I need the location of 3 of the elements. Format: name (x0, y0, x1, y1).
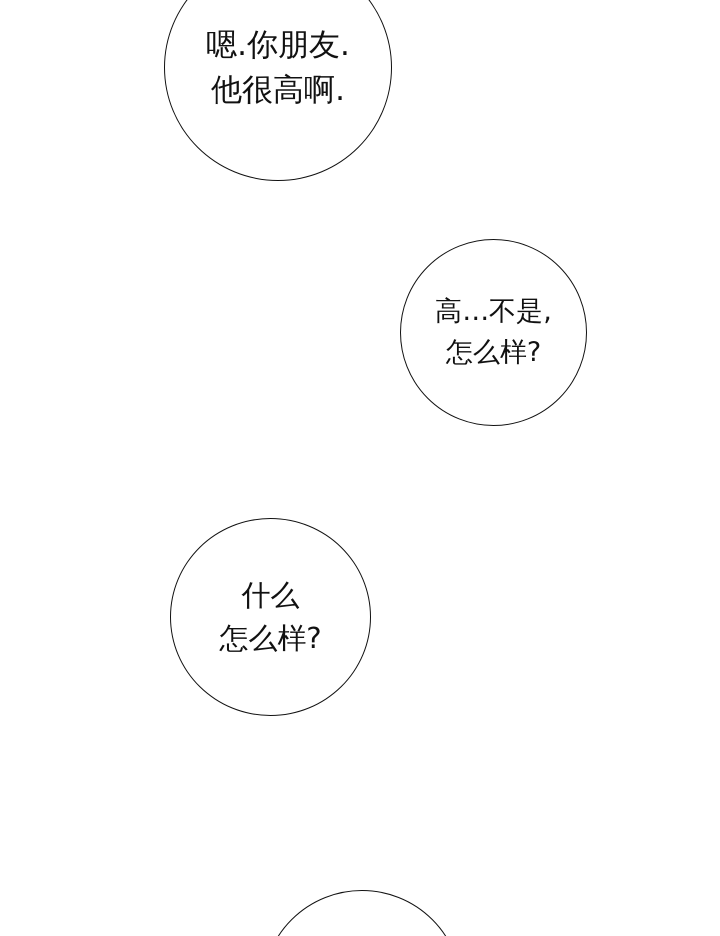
speech-text: 嗯.你朋友.他很高啊. (206, 26, 350, 110)
speech-text: 什么怎么样? (219, 576, 322, 657)
speech-text: 高…不是,怎么样? (435, 295, 552, 370)
